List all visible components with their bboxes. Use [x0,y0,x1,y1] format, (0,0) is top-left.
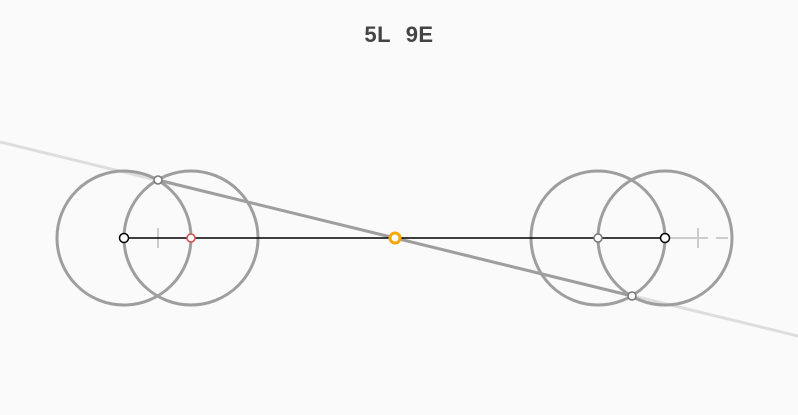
point-right-inner[interactable] [593,233,603,243]
goal-midpoint[interactable] [388,231,402,245]
lines-count: 5L [364,22,392,47]
euclid-count: 9E [405,22,434,47]
point-right-endpoint[interactable] [659,232,671,244]
point-left-highlight[interactable] [186,233,196,243]
move-counter: 5L 9E [0,22,798,48]
point-left-endpoint[interactable] [118,232,130,244]
point-intersection-bottom[interactable] [627,291,637,301]
point-intersection-top[interactable] [153,175,163,185]
